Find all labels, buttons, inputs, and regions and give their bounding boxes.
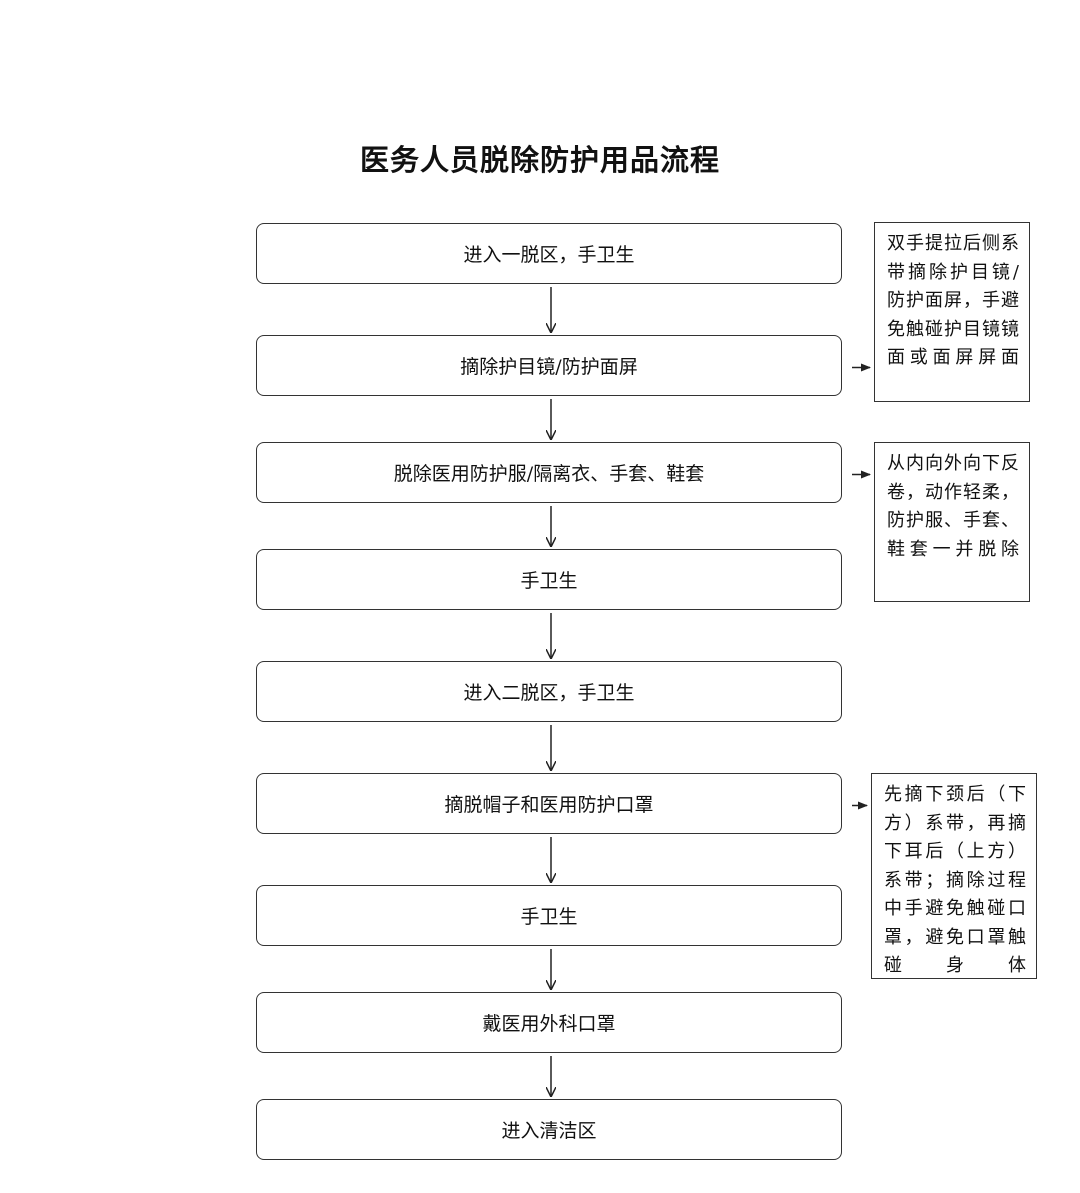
note-respirator-text: 先摘下颈后（下方）系带，再摘下耳后（上方）系带；摘除过程中手避免触碰口罩，避免口…: [884, 784, 1026, 976]
note-gown-text: 从内向外向下反卷，动作轻柔，防护服、手套、鞋套一并脱除: [887, 453, 1019, 560]
step-8-wear-surgical-mask: 戴医用外科口罩: [256, 992, 842, 1053]
step-9-enter-clean-area: 进入清洁区: [256, 1099, 842, 1160]
step-7-hand-hygiene: 手卫生: [256, 885, 842, 946]
step-4-hand-hygiene: 手卫生: [256, 549, 842, 610]
note-goggles-removal: 双手提拉后侧系带摘除护目镜/防护面屏，手避免触碰护目镜镜面或面屏屏面: [874, 222, 1030, 402]
step-3-remove-gown-gloves: 脱除医用防护服/隔离衣、手套、鞋套: [256, 442, 842, 503]
note-respirator-removal: 先摘下颈后（下方）系带，再摘下耳后（上方）系带；摘除过程中手避免触碰口罩，避免口…: [871, 773, 1037, 979]
note-gown-removal: 从内向外向下反卷，动作轻柔，防护服、手套、鞋套一并脱除: [874, 442, 1030, 602]
step-1-enter-first-doffing-area: 进入一脱区，手卫生: [256, 223, 842, 284]
note-goggles-text: 双手提拉后侧系带摘除护目镜/防护面屏，手避免触碰护目镜镜面或面屏屏面: [887, 233, 1019, 368]
step-5-enter-second-doffing-area: 进入二脱区，手卫生: [256, 661, 842, 722]
step-2-remove-goggles: 摘除护目镜/防护面屏: [256, 335, 842, 396]
step-6-remove-cap-and-respirator: 摘脱帽子和医用防护口罩: [256, 773, 842, 834]
page-title: 医务人员脱除防护用品流程: [359, 143, 720, 177]
